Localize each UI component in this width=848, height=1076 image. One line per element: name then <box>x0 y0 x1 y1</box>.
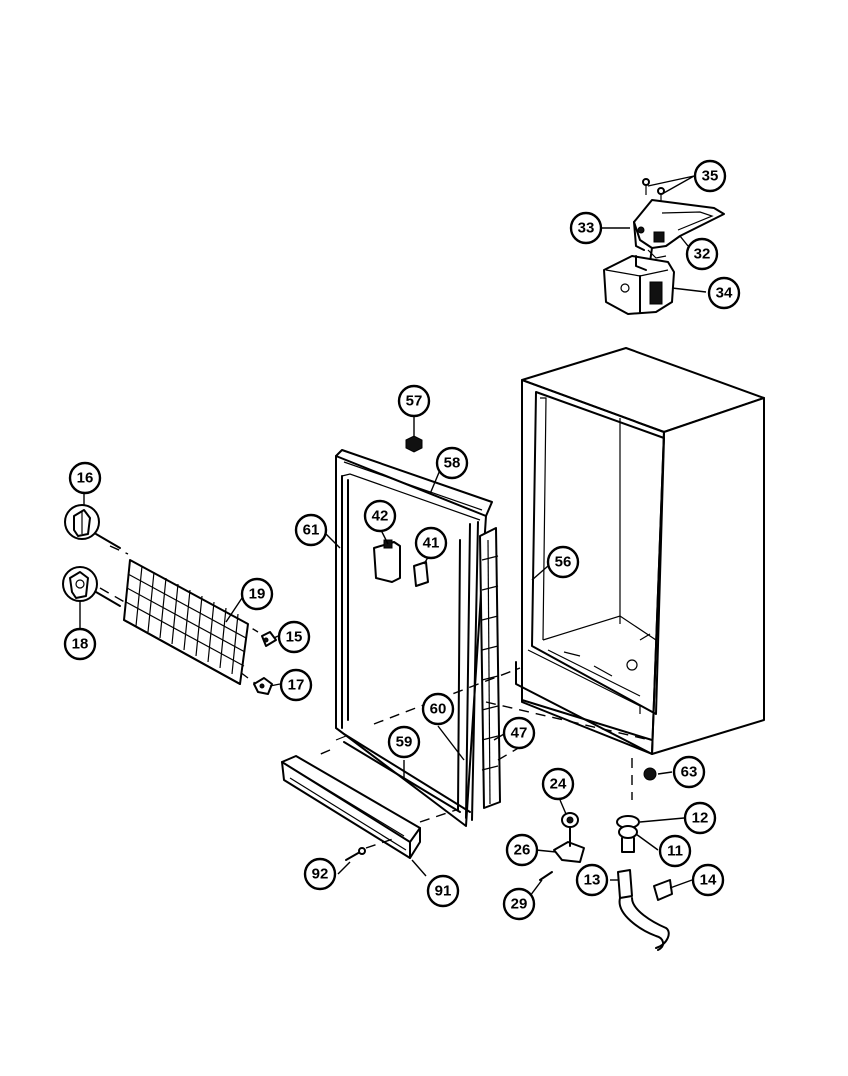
callout-14: 14 <box>691 863 725 897</box>
leader-lines <box>79 175 707 897</box>
callout-58: 58 <box>435 446 469 480</box>
svg-text:17: 17 <box>288 677 305 694</box>
callout-92: 92 <box>303 857 337 891</box>
control-knob <box>413 561 429 587</box>
svg-text:56: 56 <box>555 554 572 571</box>
callouts: 35 33 32 34 57 58 61 42 41 56 16 18 19 1… <box>63 159 741 921</box>
svg-text:12: 12 <box>692 810 709 827</box>
grille <box>123 559 249 685</box>
svg-text:60: 60 <box>430 701 447 718</box>
top-cap <box>405 435 423 453</box>
svg-text:26: 26 <box>514 842 531 859</box>
callout-59: 59 <box>387 725 421 759</box>
svg-text:18: 18 <box>72 636 89 653</box>
grille-clip-upper <box>64 504 121 549</box>
callout-11: 11 <box>658 834 692 868</box>
drain-adapter <box>539 812 585 881</box>
svg-text:91: 91 <box>435 883 452 900</box>
callout-34: 34 <box>707 276 741 310</box>
callout-24: 24 <box>541 767 575 801</box>
callout-16: 16 <box>68 461 102 495</box>
svg-text:29: 29 <box>511 896 528 913</box>
leveling-leg <box>643 767 657 781</box>
callout-17: 17 <box>279 668 313 702</box>
svg-text:92: 92 <box>312 866 329 883</box>
svg-text:35: 35 <box>702 168 719 185</box>
svg-text:42: 42 <box>372 508 389 525</box>
clip-15 <box>261 631 277 647</box>
svg-text:34: 34 <box>716 285 733 302</box>
callout-12: 12 <box>683 801 717 835</box>
svg-text:61: 61 <box>303 522 320 539</box>
cabinet <box>515 347 765 755</box>
hinge-screws <box>642 178 665 203</box>
callout-26: 26 <box>505 833 539 867</box>
svg-text:14: 14 <box>700 872 717 889</box>
callout-19: 19 <box>240 577 274 611</box>
callout-63: 63 <box>672 755 706 789</box>
tube-clip <box>653 879 673 901</box>
callout-33: 33 <box>569 211 603 245</box>
svg-text:19: 19 <box>249 586 266 603</box>
svg-text:11: 11 <box>667 843 683 860</box>
clip-17 <box>253 677 273 695</box>
drain-fitting <box>616 815 640 853</box>
svg-text:59: 59 <box>396 734 413 751</box>
assembly-guides <box>99 545 651 849</box>
svg-text:16: 16 <box>77 470 94 487</box>
callout-57: 57 <box>397 384 431 418</box>
svg-text:41: 41 <box>423 535 440 552</box>
callout-32: 32 <box>685 237 719 271</box>
thermostat-control <box>373 541 401 583</box>
kick-screw <box>345 847 366 861</box>
callout-18: 18 <box>63 627 97 661</box>
svg-text:47: 47 <box>511 725 528 742</box>
svg-text:33: 33 <box>578 220 595 237</box>
svg-text:63: 63 <box>681 764 698 781</box>
callout-47: 47 <box>502 716 536 750</box>
svg-text:32: 32 <box>694 246 711 263</box>
callout-60: 60 <box>421 692 455 726</box>
callout-91: 91 <box>426 874 460 908</box>
callout-13: 13 <box>575 863 609 897</box>
hinge-assembly <box>603 178 725 315</box>
callout-61: 61 <box>294 513 328 547</box>
svg-text:58: 58 <box>444 455 461 472</box>
callout-56: 56 <box>546 545 580 579</box>
drain-tube <box>617 869 670 951</box>
kick-panel <box>281 755 421 859</box>
callout-29: 29 <box>502 887 536 921</box>
svg-text:13: 13 <box>584 872 601 889</box>
svg-text:24: 24 <box>550 776 567 793</box>
callout-15: 15 <box>277 620 311 654</box>
callout-41: 41 <box>414 526 448 560</box>
grille-clip-lower <box>62 566 121 607</box>
callout-42: 42 <box>363 499 397 533</box>
svg-text:15: 15 <box>286 629 303 646</box>
svg-text:57: 57 <box>406 393 423 410</box>
door <box>335 435 501 827</box>
callout-35: 35 <box>693 159 727 193</box>
